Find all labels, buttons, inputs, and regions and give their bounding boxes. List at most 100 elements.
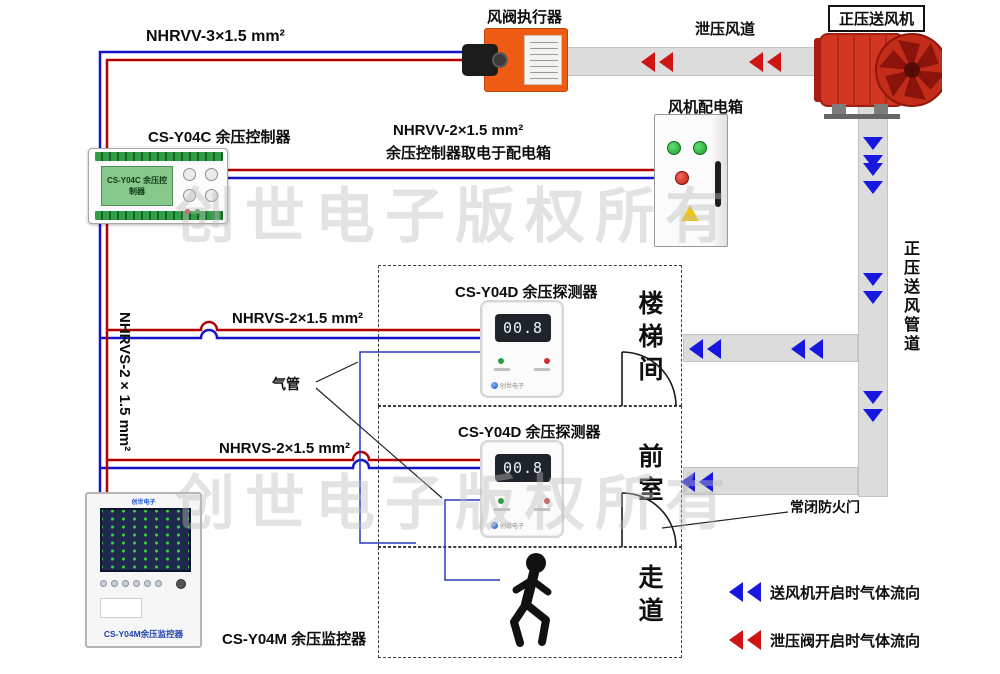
fan-base <box>824 114 900 119</box>
alarm-led <box>544 358 550 364</box>
legend-relief-text: 泄压阀开启时气体流向 <box>770 633 921 650</box>
brand-name: 创世电子 <box>131 500 156 506</box>
zone-anteroom-box: 前室 <box>378 406 682 547</box>
monitor-button <box>133 580 140 587</box>
cable-label-detector2: NHRVS-2×1.5 mm² <box>219 440 351 457</box>
brand-logo: 创世电子 <box>491 381 524 390</box>
air-tubes <box>359 351 500 581</box>
controller-screen: CS-Y04C 余压控制器 <box>101 166 173 206</box>
legend-supply-arrow <box>728 581 762 603</box>
relief-flow-arrow-1 <box>640 51 674 73</box>
controller-button <box>183 188 196 202</box>
air-tube-1 <box>359 351 481 544</box>
key-lock <box>176 579 186 589</box>
actuator-label: 风阀执行器 <box>487 9 563 26</box>
fan-blades <box>879 40 942 100</box>
cable-label-power: NHRVV-2×1.5 mm² <box>393 122 524 139</box>
relief-flow-arrow-2 <box>748 51 782 73</box>
cable-label-left-vertical: NHRVS-2×1.5 mm² <box>116 312 133 452</box>
relief-duct-label: 泄压风道 <box>695 21 756 38</box>
controller-led-red <box>185 209 190 214</box>
pressure-detector-1: 00.8 创世电子 <box>480 300 564 398</box>
brand-logo-icon <box>491 522 498 529</box>
cable-power-note: 余压控制器取电于配电箱 <box>386 145 552 162</box>
branch1-flow-arrow-1 <box>688 338 722 360</box>
chevron-down-icon <box>863 391 883 422</box>
chevron-left-icon <box>791 339 823 359</box>
power-indicator-green-2 <box>693 141 707 155</box>
pointer-lines <box>315 361 789 529</box>
detector-leds <box>498 498 550 504</box>
supply-flow-arrow-down-4 <box>862 390 884 424</box>
zone-anteroom-label: 前室 <box>635 443 663 509</box>
power-box-label: 风机配电箱 <box>668 99 744 116</box>
detector-display: 00.8 <box>495 454 551 482</box>
legend-relief-arrow <box>728 629 762 651</box>
detector-display: 00.8 <box>495 314 551 342</box>
monitor-button <box>100 580 107 587</box>
controller-label: CS-Y04C 余压控制器 <box>148 129 291 146</box>
blue-wires <box>98 50 655 493</box>
fan-hub <box>904 62 920 78</box>
brand-name: 创世电子 <box>500 384 525 390</box>
monitor-button <box>144 580 151 587</box>
legend-supply-text: 送风机开启时气体流向 <box>770 585 921 602</box>
chevron-left-icon <box>729 630 761 650</box>
monitor-screen <box>100 508 191 572</box>
zone-corridor-label: 走道 <box>635 564 663 630</box>
chevron-left-icon <box>729 582 761 602</box>
door-arc-stairwell <box>621 351 677 407</box>
supply-fan <box>814 33 942 119</box>
cabinet-handle <box>715 161 721 207</box>
air-tube-label: 气管 <box>272 376 300 392</box>
chevron-left-icon <box>749 52 781 72</box>
controller-button <box>183 168 196 181</box>
led-caption-bar <box>494 508 510 511</box>
monitor-button <box>122 580 129 587</box>
controller-led-green <box>195 209 200 214</box>
brand-logo: 创世电子 <box>491 521 524 530</box>
supply-flow-arrow-down-2 <box>862 162 884 196</box>
cable-label-top: NHRVV-3×1.5 mm² <box>146 28 285 45</box>
pressure-controller: CS-Y04C 余压控制器 <box>88 148 228 224</box>
zone-stairwell-label: 楼梯间 <box>635 290 663 389</box>
door-symbols <box>621 351 677 548</box>
warning-sticker <box>681 205 699 221</box>
monitor-button <box>111 580 118 587</box>
chevron-left-icon <box>689 339 721 359</box>
wire-to-detector2-red <box>107 450 481 462</box>
monitor-label: CS-Y04M 余压监控器 <box>222 631 367 648</box>
led-caption-bar <box>494 368 510 371</box>
terminal-strip-bottom <box>95 211 223 220</box>
cable-label-detector1: NHRVS-2×1.5 mm² <box>232 310 364 327</box>
fan-body-ribs <box>837 34 887 106</box>
chevron-left-icon <box>641 52 673 72</box>
power-led <box>498 358 504 364</box>
controller-button <box>204 168 218 181</box>
branch2-flow-arrow-1 <box>680 471 714 493</box>
supply-flow-arrow-down-1 <box>862 136 884 170</box>
branch1-flow-arrow-2 <box>790 338 824 360</box>
fan-foot-2 <box>874 104 888 116</box>
door-arc-anteroom <box>621 492 677 548</box>
chevron-down-icon <box>863 163 883 194</box>
detector2-label: CS-Y04D 余压探测器 <box>458 424 601 441</box>
alarm-led <box>544 498 550 504</box>
label-sticker <box>100 598 142 618</box>
monitor-buttons <box>100 580 162 587</box>
controller-buttons <box>183 168 221 204</box>
brand-name: 创世电子 <box>500 524 525 530</box>
fire-door-label: 常闭防火门 <box>790 499 860 515</box>
detector1-label: CS-Y04D 余压探测器 <box>455 284 598 301</box>
red-wires <box>105 58 655 493</box>
controller-button <box>204 188 218 202</box>
chevron-down-icon <box>863 273 883 304</box>
actuator-nameplate <box>524 35 562 85</box>
wire-controller-to-actuator-blue <box>98 50 464 150</box>
monitor-button <box>155 580 162 587</box>
wire-controller-to-actuator-red <box>105 58 464 150</box>
detector-leds <box>498 358 550 364</box>
terminal-strip-top <box>95 152 223 161</box>
led-caption-bar <box>534 508 550 511</box>
